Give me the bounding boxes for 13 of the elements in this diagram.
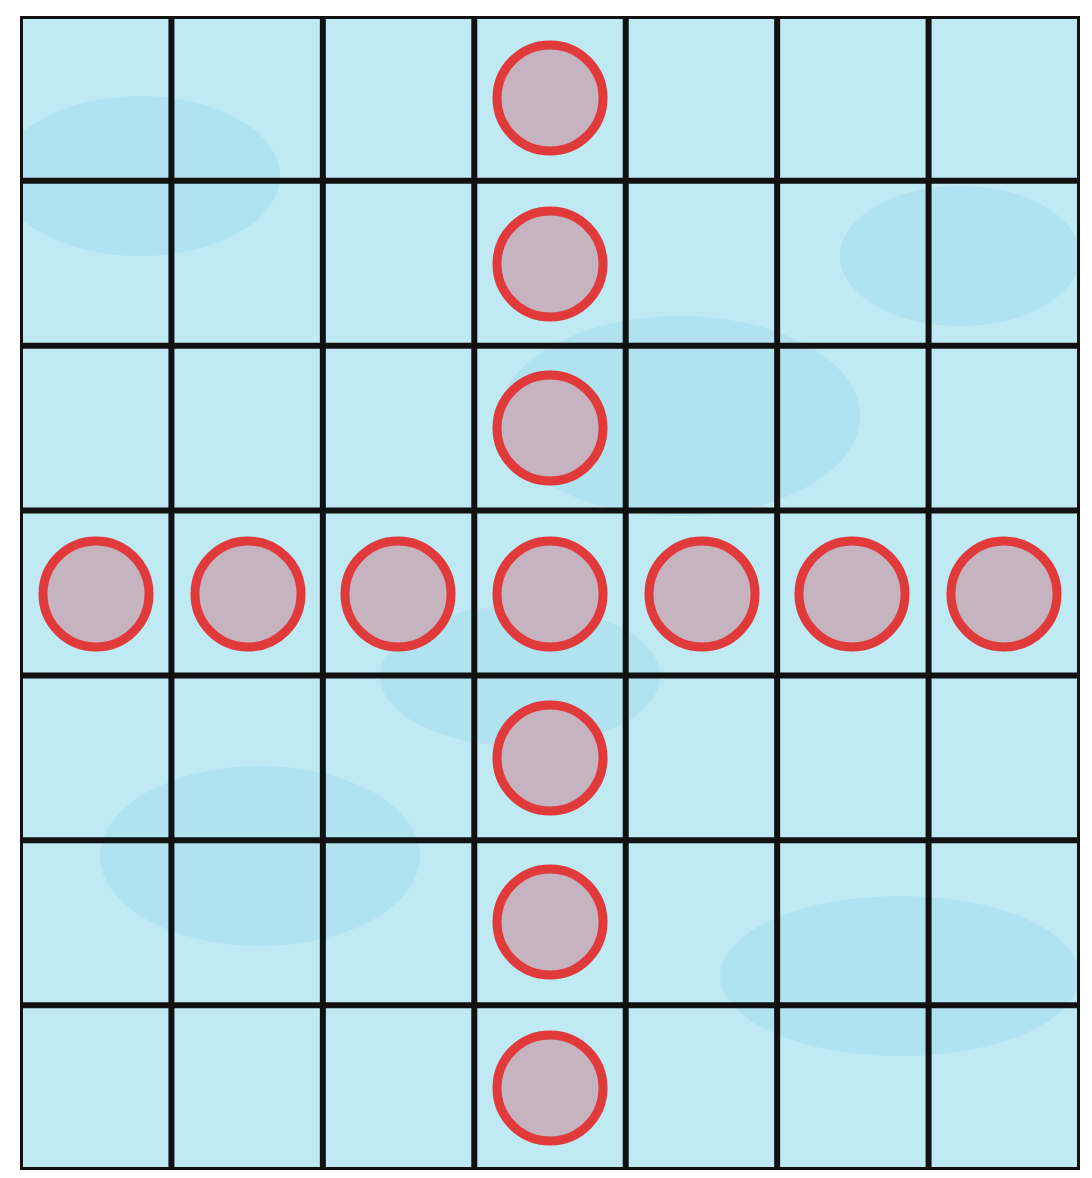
circle-token <box>492 370 608 487</box>
circle-token <box>643 535 760 651</box>
circle-token <box>946 535 1063 651</box>
circle-token <box>492 1029 608 1146</box>
circle-token <box>492 40 608 157</box>
circle-token <box>37 535 154 651</box>
circle-token <box>189 535 306 651</box>
circle-token <box>794 535 911 651</box>
circle-token <box>340 535 457 651</box>
circle-token <box>492 535 608 651</box>
circle-token <box>492 864 608 981</box>
circle-token <box>492 699 608 816</box>
circle-token <box>492 205 608 322</box>
